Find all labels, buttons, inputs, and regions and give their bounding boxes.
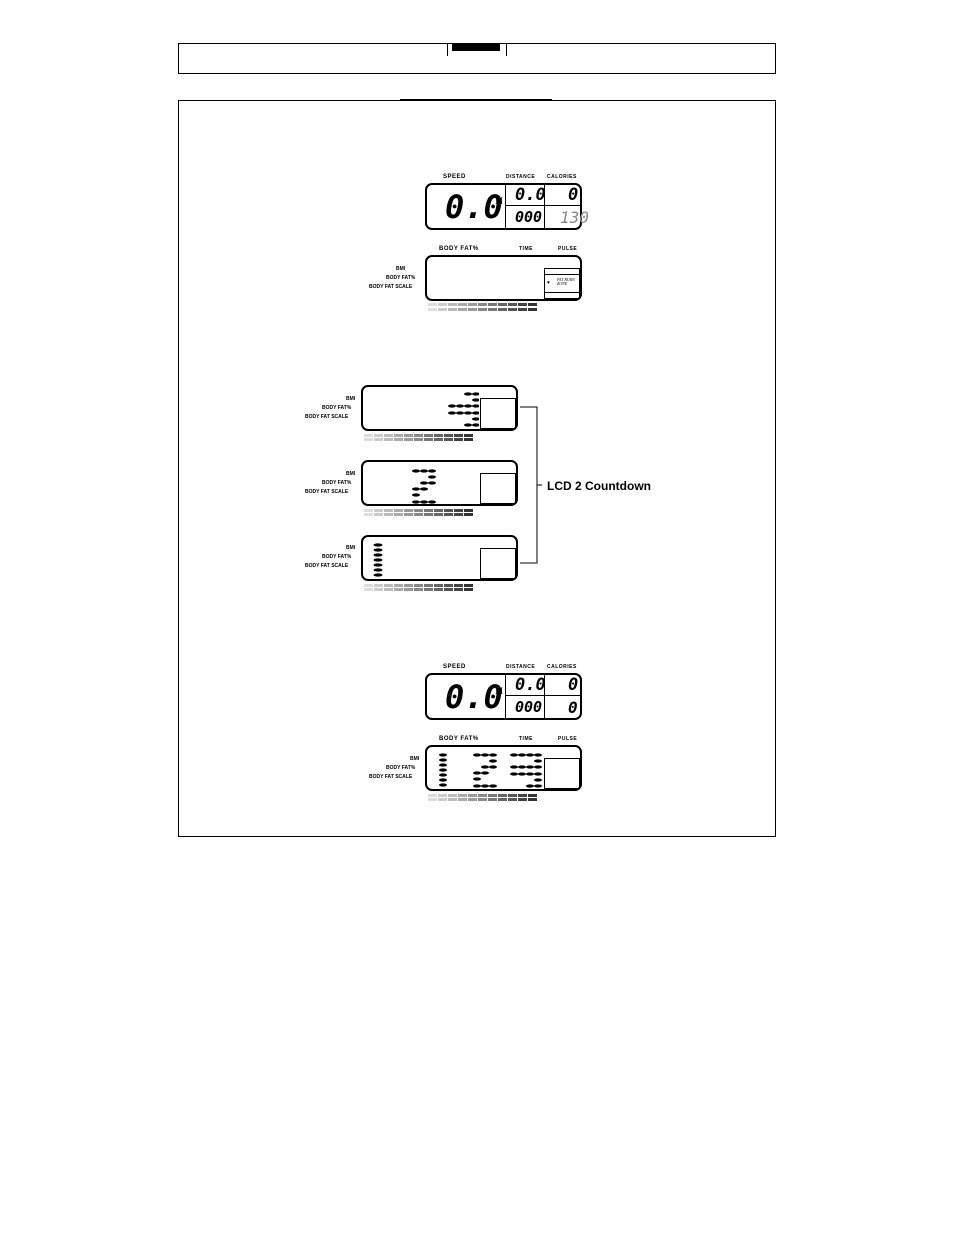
pulse-zone-box: FAT BURN ZONE ♥ <box>544 268 580 299</box>
body-fat-pct-label: BODY FAT% <box>322 405 352 411</box>
body-fat-pct-label: BODY FAT% <box>322 480 352 486</box>
pulse-value: 0 <box>568 698 578 717</box>
body-fat-label: BODY FAT% <box>439 246 479 252</box>
lcd-top-panel-2: 0.0 M 0.0 0 000 0 <box>425 673 582 720</box>
time-cell: 000 <box>505 206 544 230</box>
countdown-panel-2 <box>361 460 518 506</box>
fat-scale-bar-1a <box>428 303 537 306</box>
speed-value: 0.0 <box>445 678 503 716</box>
body-fat-scale-label: BODY FAT SCALE <box>369 774 413 780</box>
body-fat-scale-label: BODY FAT SCALE <box>305 414 349 420</box>
digit-1-graphic <box>373 543 383 577</box>
header-tab-bar <box>452 44 500 51</box>
countdown-panel-3 <box>361 385 518 431</box>
countdown-bracket <box>520 406 542 564</box>
pulse-box <box>480 398 516 429</box>
pulse-label: PULSE <box>558 246 578 252</box>
bmi-label: BMI <box>346 471 356 477</box>
distance-value: 0.0 <box>515 675 546 695</box>
lcd-top-panel: 0.0 M 0.0 0 000 130 <box>425 183 589 230</box>
bmi-label: BMI <box>346 545 356 551</box>
speed-label: SPEED <box>443 174 466 180</box>
pulse-box <box>480 548 516 579</box>
lcd-bottom-panel-2 <box>425 745 582 791</box>
lcd-bottom-panel: FAT BURN ZONE ♥ <box>425 255 582 301</box>
unit-m: M <box>495 196 504 206</box>
page-header-box <box>178 43 776 74</box>
fat-scale-bar-1d <box>364 588 473 591</box>
calories-value: 0 <box>568 675 579 695</box>
pulse-cell: 130 <box>544 206 589 230</box>
time-value: 000 <box>515 698 543 716</box>
distance-label: DISTANCE <box>506 174 536 180</box>
fat-burn-zone-label: FAT BURN ZONE <box>557 277 575 286</box>
fat-scale-bar-3a <box>364 434 473 437</box>
time-cell: 000 <box>505 696 544 720</box>
calories-cell: 0 <box>544 673 582 696</box>
body-fat-label: BODY FAT% <box>439 736 479 742</box>
fat-scale-bar-2b <box>364 513 473 516</box>
unit-m: M <box>495 686 504 696</box>
pulse-label: PULSE <box>558 736 578 742</box>
countdown-panel-1 <box>361 535 518 581</box>
body-fat-pct-label: BODY FAT% <box>322 554 352 560</box>
calories-label: CALORIES <box>547 664 577 670</box>
pulse-box <box>480 473 516 504</box>
fat-scale-bar-1c <box>364 584 473 587</box>
calories-label: CALORIES <box>547 174 577 180</box>
speed-value: 0.0 <box>445 188 503 226</box>
body-fat-pct-label: BODY FAT% <box>386 765 416 771</box>
bmi-label: BMI <box>396 266 406 272</box>
fat-scale-bar-2a <box>364 509 473 512</box>
time-value: 000 <box>515 208 543 226</box>
dot-matrix-display <box>439 753 542 788</box>
digit-2-graphic <box>412 469 436 504</box>
distance-cell: 0.0 <box>505 673 546 696</box>
header-tab <box>447 43 507 56</box>
calories-value: 0 <box>568 185 579 205</box>
body-fat-scale-label: BODY FAT SCALE <box>305 489 349 495</box>
fat-scale-bar-4b <box>428 798 537 801</box>
pulse-cell: 0 <box>544 696 582 720</box>
pulse-value: 130 <box>560 208 589 227</box>
speed-label: SPEED <box>443 664 466 670</box>
calories-cell: 0 <box>544 183 582 206</box>
distance-cell: 0.0 <box>505 183 546 206</box>
countdown-label: LCD 2 Countdown <box>547 479 651 493</box>
time-label: TIME <box>519 736 533 742</box>
body-fat-pct-label: BODY FAT% <box>386 275 416 281</box>
distance-label: DISTANCE <box>506 664 536 670</box>
time-label: TIME <box>519 246 533 252</box>
distance-value: 0.0 <box>515 185 546 205</box>
fat-scale-bar-1b <box>428 308 537 311</box>
fat-scale-bar-3b <box>364 438 473 441</box>
body-fat-scale-label: BODY FAT SCALE <box>369 284 413 290</box>
content-top-rule <box>400 99 552 101</box>
bmi-label: BMI <box>410 756 420 762</box>
bmi-label: BMI <box>346 396 356 402</box>
heart-icon: ♥ <box>547 280 550 286</box>
fat-scale-bar-4a <box>428 794 537 797</box>
pulse-box <box>544 758 580 789</box>
digit-3-graphic <box>448 392 479 427</box>
body-fat-scale-label: BODY FAT SCALE <box>305 563 349 569</box>
